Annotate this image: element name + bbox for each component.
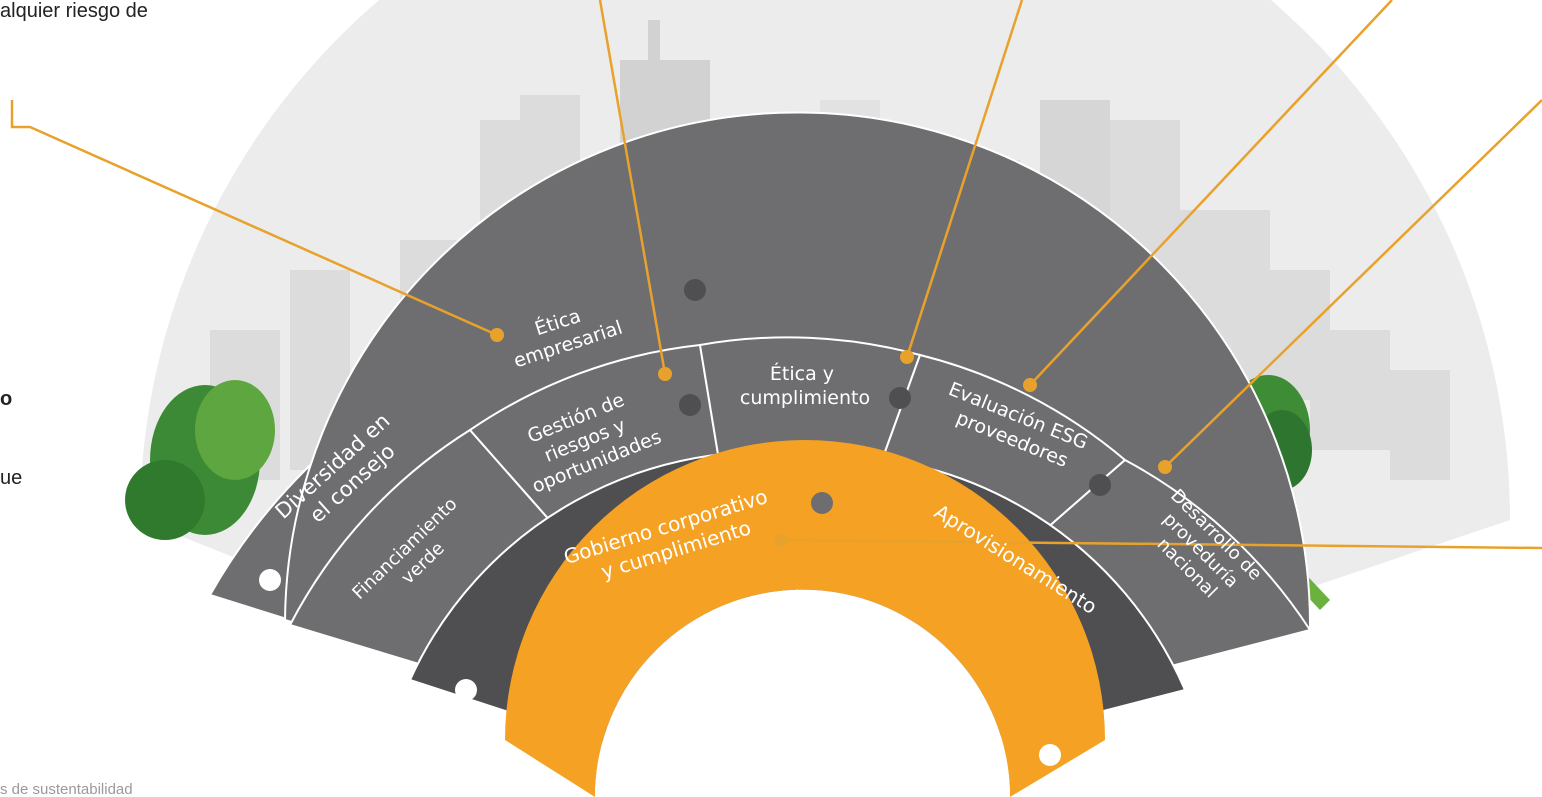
core-hole [595, 589, 1010, 797]
callout-line-desarrollo [1164, 99, 1542, 468]
callout-lines [10, 0, 1542, 550]
callout-line-etica-cumplimiento [905, 0, 1024, 358]
core-ring [505, 440, 1105, 797]
callout-line-evaluacion-esg [1029, 0, 1393, 386]
left-text-line-3: ue [0, 467, 23, 489]
left-text-line-1: alquier riesgo de [0, 0, 148, 22]
callout-line-etica-empresarial [10, 100, 498, 337]
callout-line-gestion [598, 0, 667, 375]
tree-left [125, 380, 275, 540]
callout-dots [490, 328, 1172, 547]
label-etica-cumplimiento: Ética y cumplimiento [740, 362, 870, 409]
left-text-bold-fragment: o [0, 388, 13, 410]
footer-text: s de sustentabilidad [0, 781, 133, 797]
callout-line-gobierno [780, 538, 1542, 550]
puzzle-knobs [259, 279, 1177, 793]
